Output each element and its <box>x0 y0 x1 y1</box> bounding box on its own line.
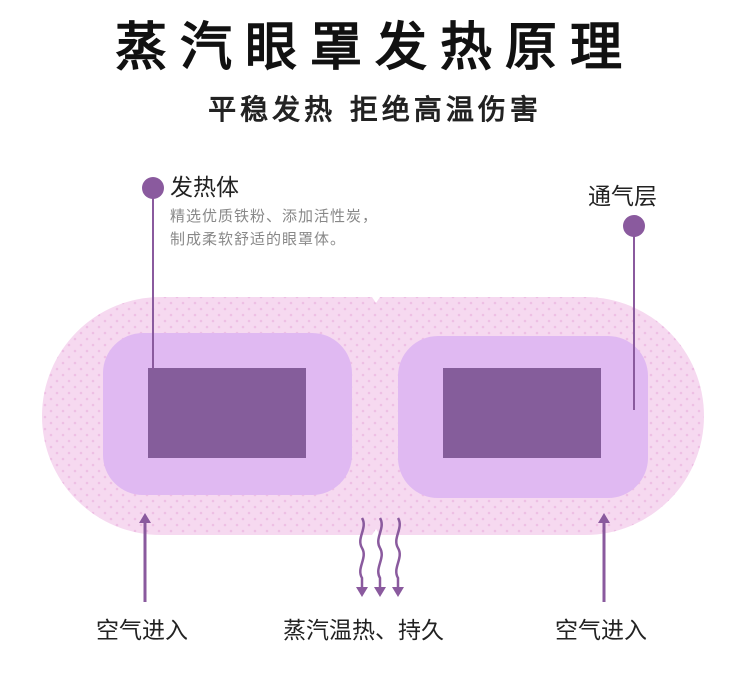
heating-core-right <box>443 368 601 458</box>
air-in-label-right: 空气进入 <box>555 618 647 644</box>
steam-label: 蒸汽温热、持久 <box>283 618 444 644</box>
diagram-title: 蒸汽眼罩发热原理 <box>114 18 635 78</box>
steam-arrow <box>374 517 386 597</box>
steam-arrows <box>356 517 404 597</box>
air-in-label-left: 空气进入 <box>96 618 188 644</box>
vent-layer-label: 通气层 <box>588 184 657 210</box>
steam-arrow <box>356 517 368 597</box>
diagram-subtitle: 平稳发热 拒绝高温伤害 <box>208 93 542 126</box>
heater-callout <box>142 177 164 370</box>
steam-arrow <box>392 517 404 597</box>
vent-layer-callout <box>623 215 645 410</box>
heater-label: 发热体 <box>170 175 239 201</box>
heater-desc-line-2: 制成柔软舒适的眼罩体。 <box>170 230 347 248</box>
heating-core-left <box>148 368 306 458</box>
heater-desc-line-1: 精选优质铁粉、添加活性炭， <box>170 207 379 225</box>
